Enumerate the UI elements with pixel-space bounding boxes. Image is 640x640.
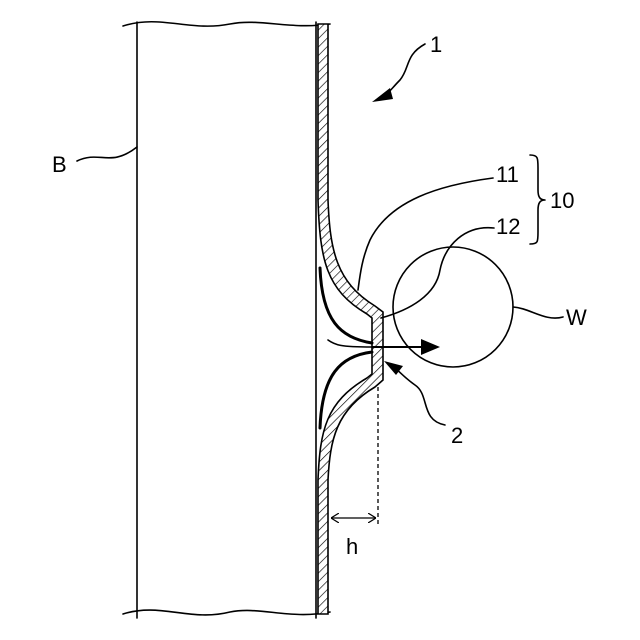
leader-b [77, 147, 137, 161]
label-h: h [346, 534, 358, 559]
label-w: W [566, 305, 587, 330]
hatched-wall [318, 24, 383, 614]
body-b [123, 22, 330, 618]
label-2: 2 [451, 423, 463, 448]
label-12: 12 [496, 214, 520, 239]
label-10: 10 [550, 188, 574, 213]
label-b: B [52, 152, 67, 177]
label-1: 1 [430, 32, 442, 57]
leader-11 [358, 178, 493, 290]
leader-w [513, 307, 563, 318]
leader-12 [381, 228, 494, 318]
label-11: 11 [496, 162, 519, 187]
leader-2 [384, 361, 445, 425]
brace-10 [530, 155, 545, 244]
leader-1 [372, 44, 425, 102]
